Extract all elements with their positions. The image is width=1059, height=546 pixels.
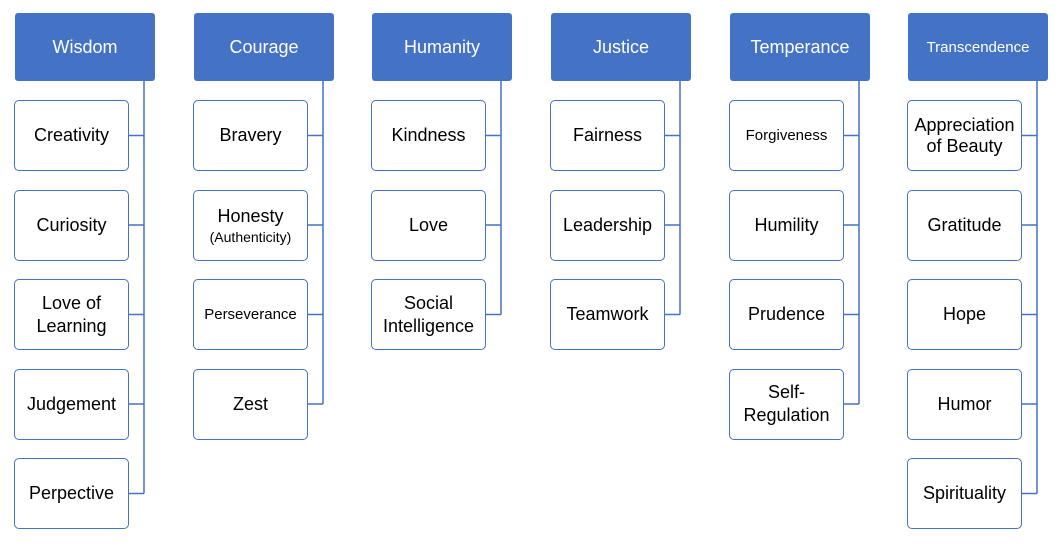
node-label: Self- — [767, 382, 805, 402]
node-gratitude: Gratitude — [907, 189, 1022, 261]
node-label-line2: Intelligence — [382, 315, 475, 336]
header-label: Courage — [229, 36, 299, 57]
node-label: Kindness — [391, 125, 466, 145]
node-label: Hope — [942, 304, 987, 324]
header-label: Temperance — [750, 36, 850, 57]
header-justice: Justice — [551, 13, 691, 81]
node-self-regulation: Self- Regulation — [729, 368, 844, 440]
header-label: Humanity — [403, 36, 481, 57]
node-love: Love — [371, 189, 486, 261]
node-label: Perseverance — [204, 306, 297, 323]
header-courage: Courage — [194, 13, 334, 81]
node-label: Fairness — [572, 125, 643, 145]
node-label-line2: Learning — [36, 315, 107, 336]
node-label: Humility — [754, 214, 819, 235]
node-label-line2: Regulation — [743, 405, 830, 425]
node-label: Curiosity — [36, 214, 107, 235]
node-leadership: Leadership — [550, 189, 665, 261]
node-label: Appreciation — [914, 114, 1015, 135]
node-curiosity: Curiosity — [14, 189, 129, 261]
node-hope: Hope — [907, 279, 1022, 350]
node-label: Love of — [41, 292, 102, 313]
node-label: Zest — [232, 393, 268, 414]
node-kindness: Kindness — [371, 100, 486, 171]
node-label: Prudence — [747, 304, 826, 324]
node-creativity: Creativity — [14, 100, 129, 171]
node-perseverance: Perseverance — [193, 279, 308, 350]
header-transcendence: Transcendence — [908, 13, 1048, 81]
node-label: Spirituality — [922, 483, 1007, 503]
node-label: Creativity — [33, 125, 109, 145]
header-humanity: Humanity — [372, 13, 512, 81]
node-humor: Humor — [907, 368, 1022, 440]
header-wisdom: Wisdom — [15, 13, 155, 81]
node-label: Honesty — [217, 205, 284, 226]
node-label: Gratitude — [927, 214, 1002, 235]
node-honesty: Honesty (Authenticity) — [193, 189, 308, 261]
node-label: Social — [403, 292, 454, 313]
node-judgement: Judgement — [14, 368, 129, 440]
node-teamwork: Teamwork — [550, 279, 665, 350]
header-label: Transcendence — [926, 38, 1030, 56]
node-perpective: Perpective — [14, 458, 129, 529]
node-fairness: Fairness — [550, 100, 665, 171]
node-humility: Humility — [729, 189, 844, 261]
node-zest: Zest — [193, 368, 308, 440]
node-bravery: Bravery — [193, 100, 308, 171]
node-label: Perpective — [28, 483, 115, 503]
node-forgiveness: Forgiveness — [729, 100, 844, 171]
node-label: Leadership — [562, 214, 653, 235]
node-label: Judgement — [26, 393, 117, 414]
node-label: Teamwork — [566, 304, 649, 324]
header-label: Wisdom — [52, 36, 118, 57]
node-label: Bravery — [219, 125, 282, 145]
node-label: Forgiveness — [745, 127, 828, 144]
node-label: Love — [408, 214, 449, 235]
node-label-line2: of Beauty — [926, 135, 1003, 156]
node-prudence: Prudence — [729, 279, 844, 350]
header-label: Justice — [592, 36, 650, 57]
node-sublabel: (Authenticity) — [209, 228, 292, 245]
node-label: Humor — [937, 393, 992, 414]
node-spirituality: Spirituality — [907, 458, 1022, 529]
header-temperance: Temperance — [730, 13, 870, 81]
